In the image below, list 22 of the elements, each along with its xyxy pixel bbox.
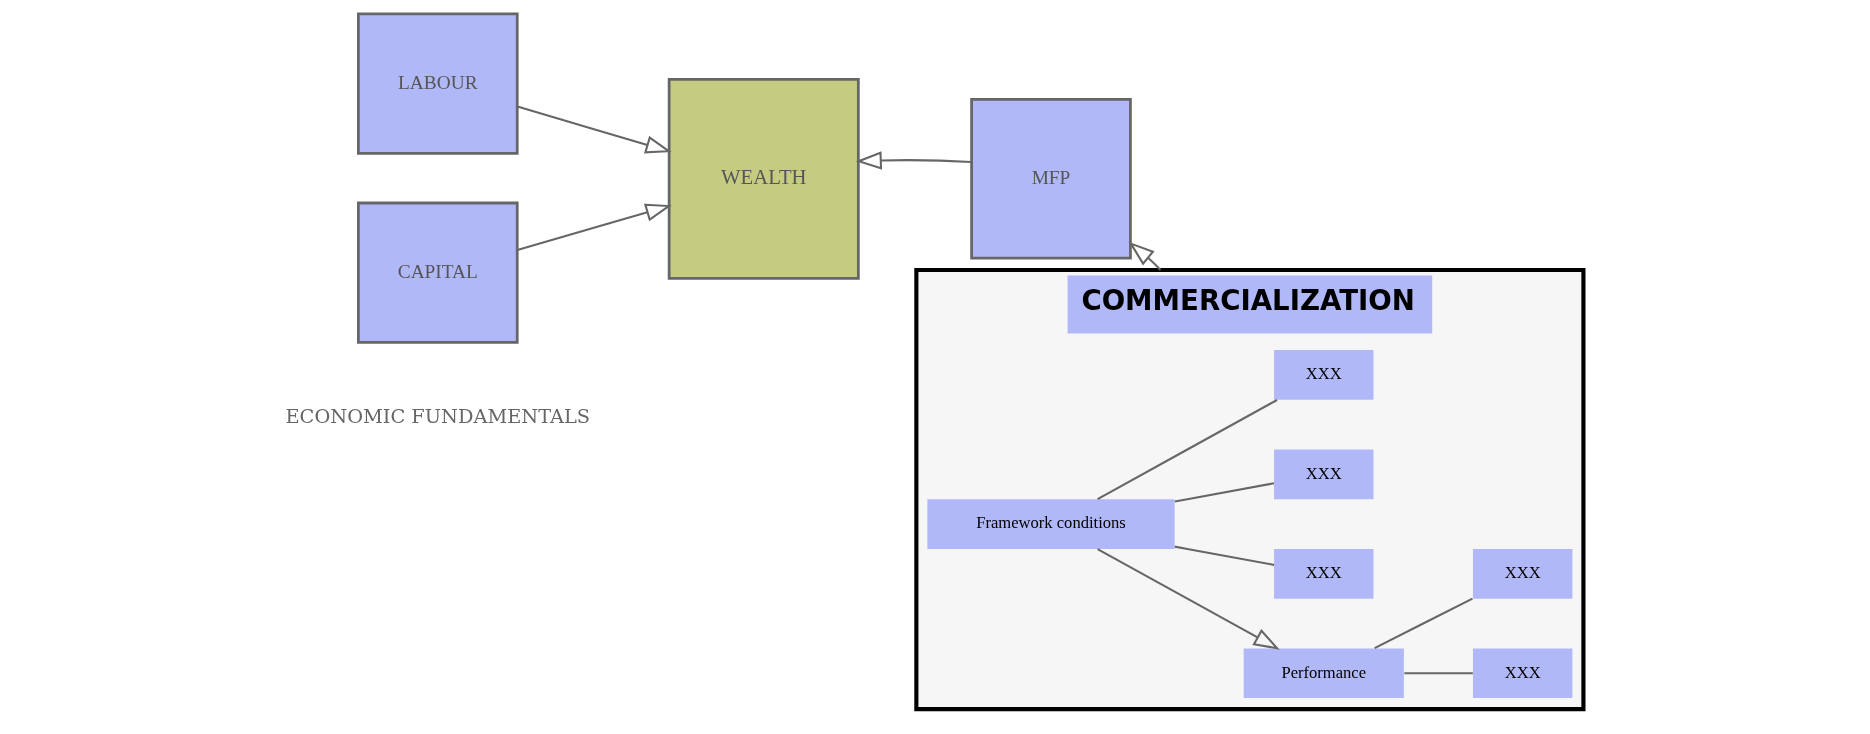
node-box: XXX (1274, 449, 1374, 500)
node-box: CAPITAL (357, 201, 519, 344)
arrow (1128, 241, 1162, 271)
arrow (1097, 548, 1280, 650)
node-box: XXX (1472, 548, 1573, 599)
node-box: Framework conditions (927, 499, 1175, 549)
connector (1174, 482, 1275, 503)
arrow (517, 203, 672, 251)
arrow (517, 105, 672, 154)
node-box: XXX (1274, 350, 1374, 400)
connector (1174, 545, 1275, 566)
node-box: Performance (1243, 648, 1404, 699)
node-box: WEALTH (667, 78, 860, 280)
node-box: XXX (1472, 648, 1573, 699)
connector (1404, 672, 1473, 675)
node-box: XXX (1274, 548, 1374, 599)
label: ECONOMIC FUNDAMENTALS (285, 404, 591, 428)
node-box: MFP (970, 98, 1132, 260)
connector (1097, 399, 1278, 501)
node-box: LABOUR (357, 12, 519, 155)
connector (1374, 597, 1473, 650)
arrow (855, 151, 972, 170)
